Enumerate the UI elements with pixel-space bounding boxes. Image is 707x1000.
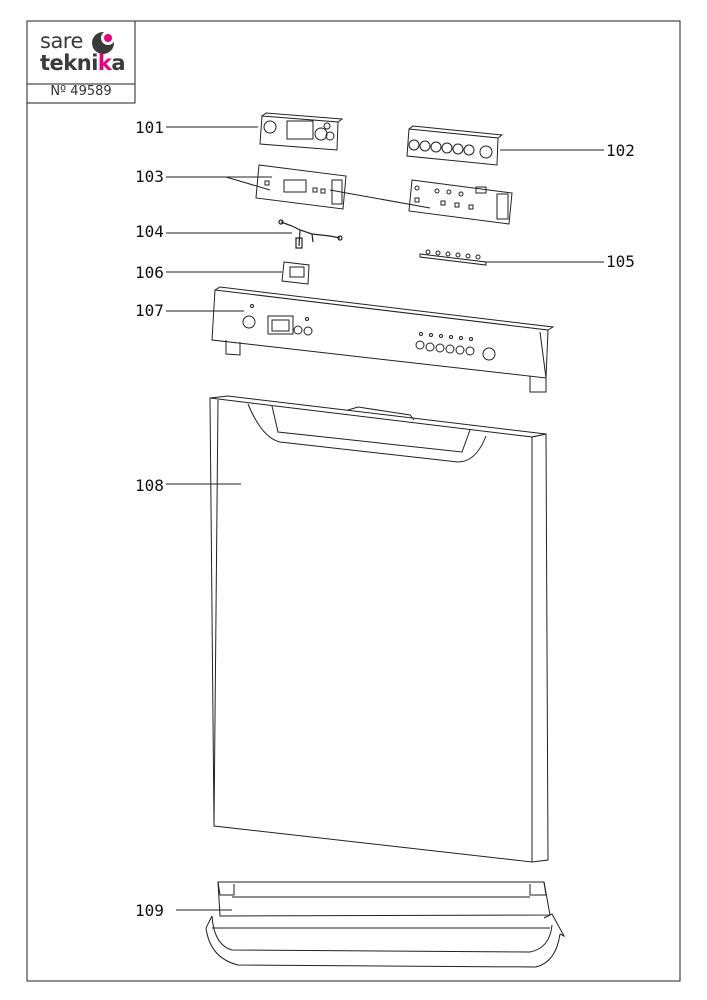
callout-107: 107 xyxy=(135,301,164,320)
part-107-control-panel xyxy=(211,286,555,393)
callout-109: 109 xyxy=(135,901,164,920)
callout-104: 104 xyxy=(135,222,164,241)
brand-name-line2-part-a: tekni xyxy=(40,51,98,75)
callout-106: 106 xyxy=(135,263,164,282)
brand-logo: sare teknika Nº 49589 xyxy=(27,21,135,103)
page-border xyxy=(26,20,681,982)
part-101-control-module xyxy=(259,112,344,151)
part-106-display-window xyxy=(281,261,310,285)
leader-103-b xyxy=(225,176,271,191)
callout-101: 101 xyxy=(135,118,164,137)
brand-name-line1: sare xyxy=(40,29,83,53)
part-102-button-board xyxy=(406,125,504,166)
part-104-wiring-harness xyxy=(278,219,343,249)
callout-105: 105 xyxy=(606,252,635,271)
part-108-door-panel xyxy=(209,395,549,863)
part-109-bottom-trim xyxy=(205,881,566,968)
brand-name-line2: teknika xyxy=(40,51,126,75)
logo-box-border xyxy=(26,20,136,104)
callout-102: 102 xyxy=(606,141,635,160)
crescent-logo-icon xyxy=(92,31,115,54)
part-103-pcb-boards xyxy=(255,164,513,225)
leader-103-c xyxy=(329,189,431,209)
brand-name-line2-accent: k xyxy=(97,51,112,75)
callout-108: 108 xyxy=(135,476,164,495)
part-105-switch-strip xyxy=(419,249,487,266)
reference-number: Nº 49589 xyxy=(50,84,112,99)
callout-103: 103 xyxy=(135,167,164,186)
brand-name-line2-part-c: a xyxy=(111,51,126,75)
